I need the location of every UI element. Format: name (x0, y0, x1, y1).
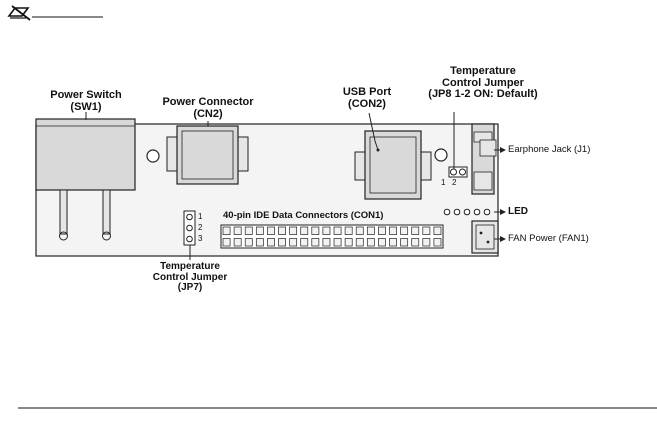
ide-pin (311, 226, 320, 235)
arrow-led (500, 209, 506, 215)
pin-label-jp8-1: 1 (441, 178, 446, 187)
label-earphone-jack: Earphone Jack (J1) (508, 144, 591, 155)
label-temp-jumper-jp7-line3: (JP7) (177, 282, 203, 293)
ide-pin (244, 226, 253, 235)
label-usb-port-line1: USB Port (342, 86, 392, 98)
ide-pin (289, 226, 298, 235)
label-temp-jumper-jp7: Temperature Control Jumper (JP7) (128, 261, 252, 294)
ide-pin (344, 226, 353, 235)
ide-connector-con1 (220, 224, 444, 249)
ide-pin (255, 238, 264, 247)
ide-pin (300, 226, 309, 235)
jumper-jp8 (448, 166, 468, 178)
arrow-fan (500, 236, 506, 242)
ide-pin (333, 238, 342, 247)
ide-pin (422, 238, 431, 247)
label-power-connector: Power Connector (CN2) (148, 96, 268, 120)
pin-label-jp8-2: 2 (452, 178, 457, 187)
jumper-jp7 (183, 210, 196, 246)
ide-pin (366, 226, 375, 235)
ide-pin (333, 226, 342, 235)
label-temp-jumper-jp7-line1: Temperature (160, 261, 220, 272)
mount-hole-right (434, 148, 448, 162)
label-temp-jumper-jp8: Temperature Control Jumper (JP8 1-2 ON: … (410, 65, 556, 101)
ide-pin (389, 238, 397, 247)
ide-pin (311, 238, 320, 247)
note-pencil-icon (7, 5, 31, 21)
arrow-earphone (500, 147, 506, 153)
ide-pin (411, 238, 420, 247)
label-fan-power: FAN Power (FAN1) (508, 233, 589, 244)
ide-pin (233, 226, 242, 235)
ide-pin (255, 226, 264, 235)
label-power-switch-line1: Power Switch (50, 89, 122, 101)
label-power-connector-line1: Power Connector (162, 96, 254, 108)
label-usb-port: USB Port (CON2) (326, 86, 408, 110)
label-power-switch-line2: (SW1) (70, 100, 102, 113)
ide-pin (378, 226, 386, 235)
ide-pin (244, 238, 253, 247)
ide-pin (233, 238, 242, 247)
ide-pin (322, 238, 331, 247)
ide-pin (366, 238, 375, 247)
pin-label-jp7-3: 3 (198, 234, 203, 243)
pin-label-jp7-2: 2 (198, 223, 203, 232)
led-row (443, 208, 491, 216)
ide-pin (411, 226, 420, 235)
mount-hole-left (146, 149, 160, 163)
ide-pin (433, 238, 442, 247)
label-temp-jumper-jp7-line2: Control Jumper (152, 271, 228, 283)
label-usb-port-line2: (CON2) (348, 97, 386, 110)
label-temp-jumper-jp8-line3: (JP8 1-2 ON: Default) (428, 88, 538, 101)
label-ide-connectors: 40-pin IDE Data Connectors (CON1) (223, 210, 384, 221)
label-temp-jumper-jp8-line2: Control Jumper (442, 76, 524, 89)
ide-pin (422, 226, 431, 235)
ide-pin (267, 238, 275, 247)
ide-pin (222, 238, 231, 247)
label-led: LED (508, 206, 528, 217)
ide-pin (400, 226, 409, 235)
ide-pin (355, 238, 364, 247)
label-temp-jumper-jp8-line1: Temperature (450, 65, 516, 77)
ide-pin (278, 226, 286, 235)
label-power-connector-line2: (CN2) (193, 107, 223, 120)
usb-port-con2 (354, 130, 432, 200)
ide-pin (267, 226, 275, 235)
ide-pin (222, 226, 231, 235)
pin-label-jp7-1: 1 (198, 212, 203, 221)
label-power-switch: Power Switch (SW1) (34, 89, 138, 113)
ide-pin (389, 226, 397, 235)
fan-power-fan1 (471, 220, 499, 254)
ide-pin (433, 226, 442, 235)
ide-pin (289, 238, 298, 247)
power-connector-cn2 (166, 125, 249, 185)
ide-pin (300, 238, 309, 247)
ide-pin (344, 238, 353, 247)
ide-pin (322, 226, 331, 235)
ide-header-frame (220, 224, 444, 249)
ide-pin (355, 226, 364, 235)
earphone-jack-j1 (471, 123, 497, 195)
ide-pin (400, 238, 409, 247)
ide-pin (378, 238, 386, 247)
ide-pin (278, 238, 286, 247)
